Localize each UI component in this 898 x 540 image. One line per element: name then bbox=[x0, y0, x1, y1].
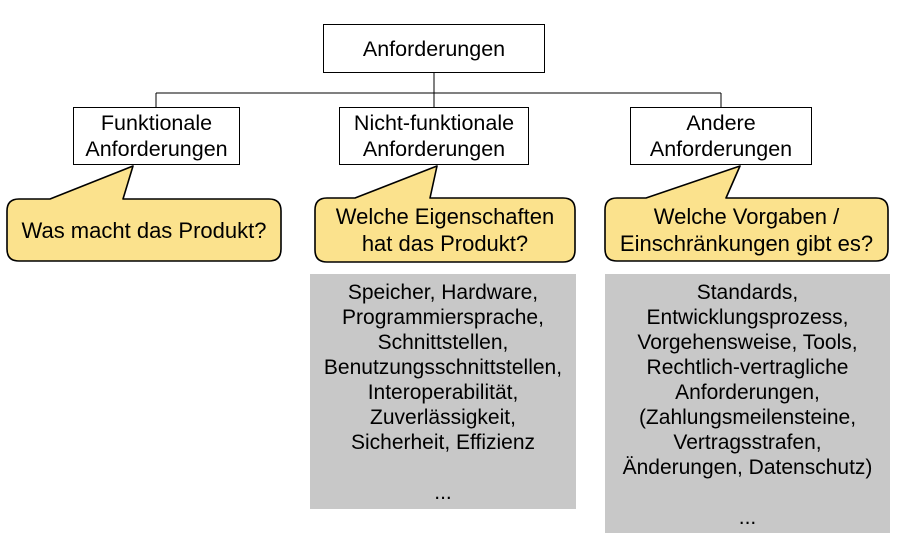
node-andere-anforderungen[interactable]: Andere Anforderungen bbox=[630, 107, 812, 165]
node-andere-anforderungen-label: Andere Anforderungen bbox=[649, 111, 793, 161]
callout-bubble-nicht-funktionale bbox=[314, 165, 576, 263]
detail-panel-nicht-funktionale: Speicher, Hardware, Programmiersprache, … bbox=[310, 274, 576, 509]
connector-lines bbox=[155, 73, 722, 107]
detail-panel-andere: Standards, Entwicklungsprozess, Vorgehen… bbox=[605, 274, 890, 533]
node-funktionale-anforderungen-label: Funktionale Anforderungen bbox=[85, 111, 228, 161]
callout-bubble-andere bbox=[604, 165, 889, 262]
node-funktionale-anforderungen[interactable]: Funktionale Anforderungen bbox=[73, 107, 240, 165]
callout-bubble-funktionale bbox=[6, 165, 282, 262]
node-anforderungen[interactable]: Anforderungen bbox=[323, 24, 545, 73]
node-nicht-funktionale-anforderungen[interactable]: Nicht-funktionale Anforderungen bbox=[339, 107, 529, 165]
node-anforderungen-label: Anforderungen bbox=[362, 36, 506, 61]
node-nicht-funktionale-anforderungen-label: Nicht-funktionale Anforderungen bbox=[353, 111, 515, 161]
